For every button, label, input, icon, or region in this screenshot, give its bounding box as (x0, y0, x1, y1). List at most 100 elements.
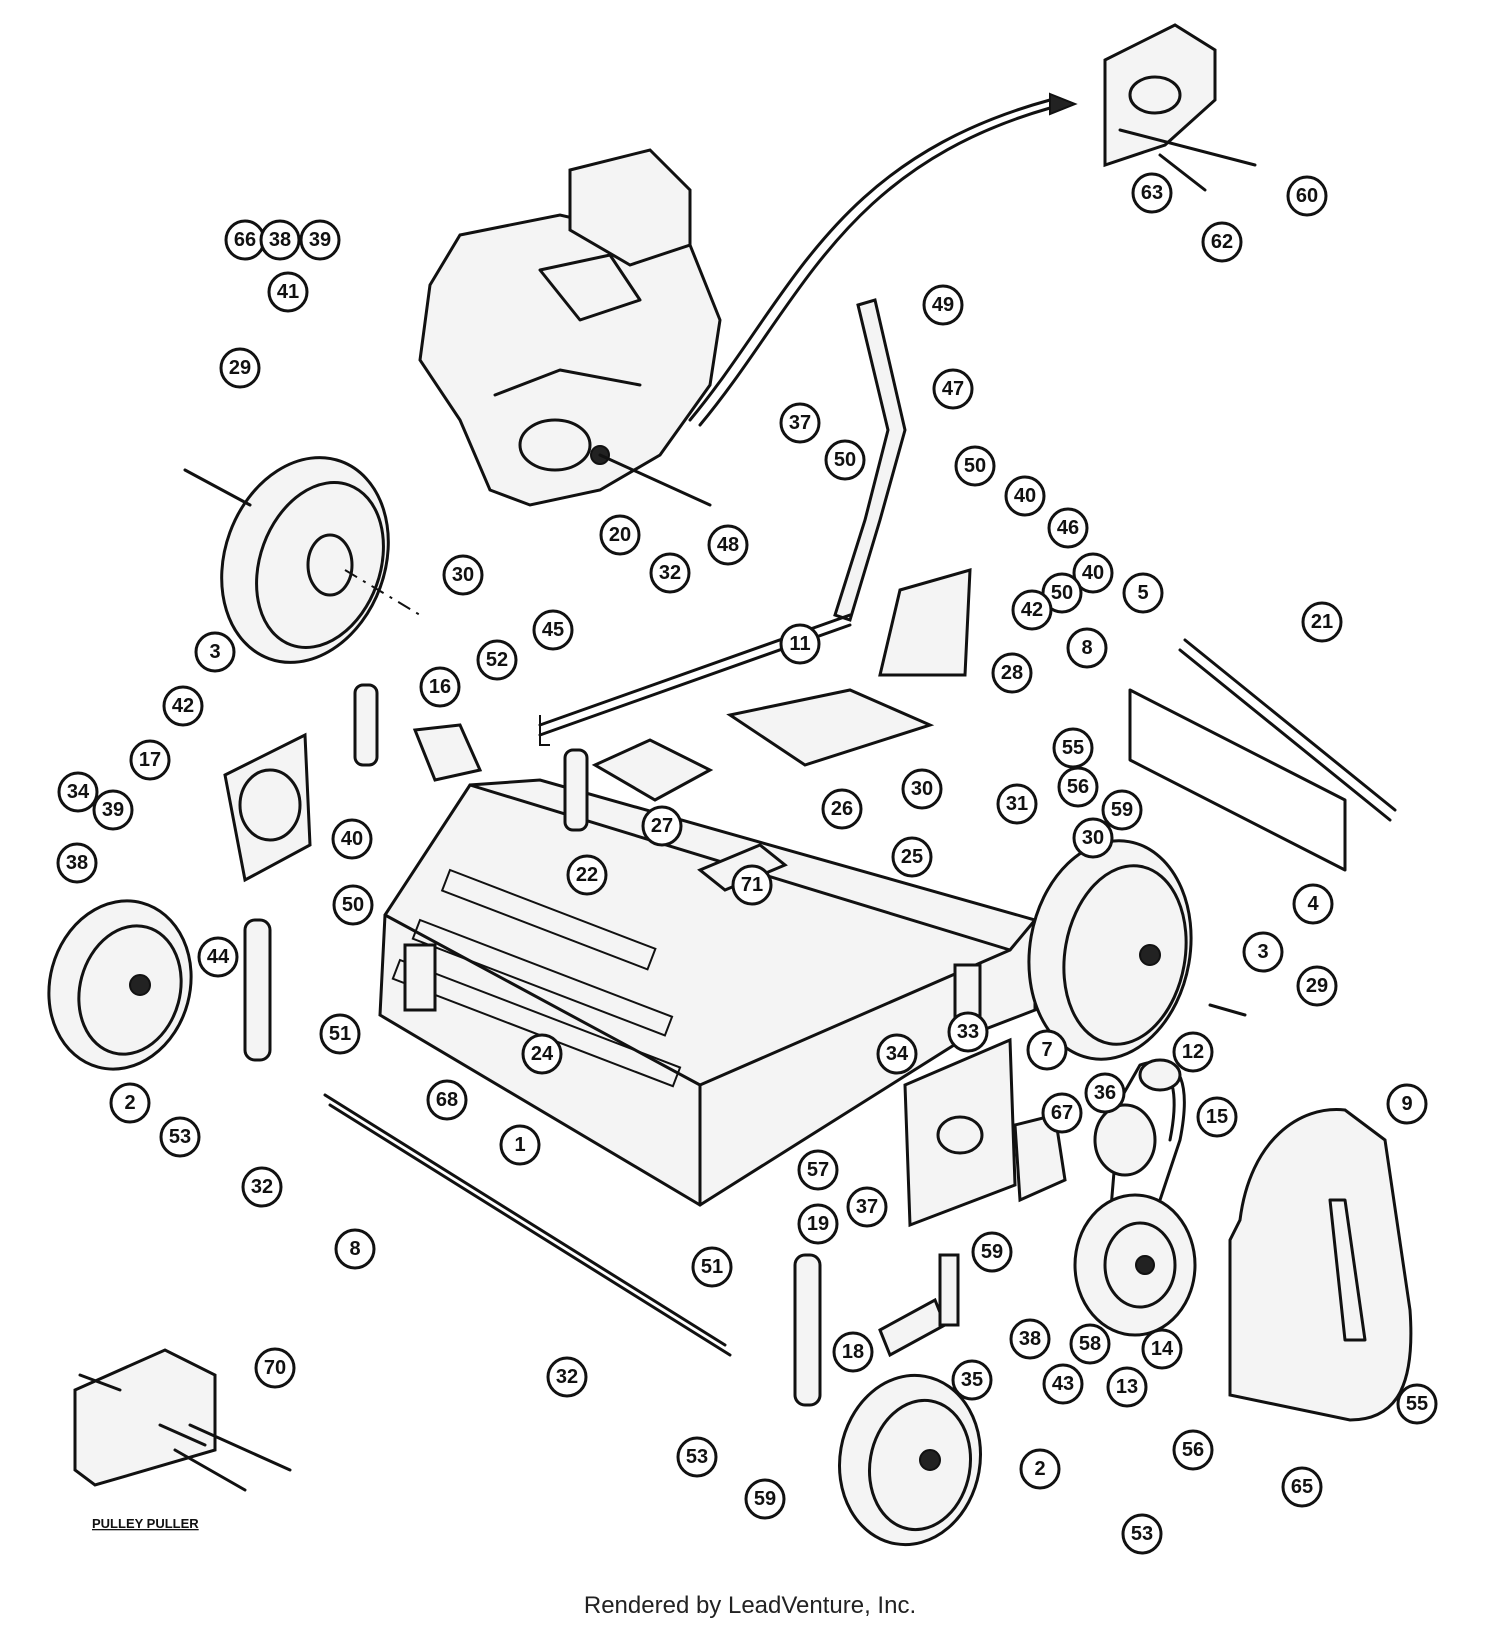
callout-circle (779, 402, 821, 444)
callout-46: 46 (1047, 507, 1089, 549)
callout-number: 65 (1291, 1476, 1313, 1498)
deck-housing (378, 778, 1037, 1207)
callout-number: 27 (651, 815, 673, 837)
callout-28: 28 (991, 652, 1033, 694)
callout-circle (532, 609, 574, 651)
callout-circle (1101, 789, 1143, 831)
callout-66: 66 (224, 219, 266, 261)
callout-number: 53 (686, 1446, 708, 1468)
callout-2: 2 (109, 1082, 151, 1124)
callout-51: 51 (319, 1013, 361, 1055)
callout-circle (57, 771, 99, 813)
callout-circle (1242, 931, 1284, 973)
callout-number: 3 (1257, 941, 1268, 963)
callout-circle (1106, 1366, 1148, 1408)
callout-circle (821, 788, 863, 830)
callout-number: 26 (831, 798, 853, 820)
callout-29: 29 (1296, 965, 1338, 1007)
callout-number: 70 (264, 1357, 286, 1379)
callout-3: 3 (194, 631, 236, 673)
callout-36: 36 (1084, 1072, 1126, 1114)
callout-number: 8 (349, 1238, 360, 1260)
callout-number: 62 (1211, 231, 1233, 253)
callout-number: 57 (807, 1159, 829, 1181)
callout-circle (954, 445, 996, 487)
callout-number: 68 (436, 1089, 458, 1111)
callout-number: 47 (942, 378, 964, 400)
callout-number: 52 (486, 649, 508, 671)
mounting-plates (353, 683, 935, 892)
callout-number: 37 (856, 1196, 878, 1218)
engine (418, 148, 722, 507)
callout-number: 34 (67, 781, 90, 803)
callout-circle (951, 1359, 993, 1401)
callout-26: 26 (821, 788, 863, 830)
callout-number: 38 (1019, 1328, 1041, 1350)
callout-circle (947, 1011, 989, 1053)
callout-circle (779, 623, 821, 665)
callout-circle (241, 1166, 283, 1208)
callout-number: 45 (542, 619, 564, 641)
callout-number: 56 (1067, 776, 1089, 798)
callout-58: 58 (1069, 1323, 1111, 1365)
callout-number: 15 (1206, 1106, 1228, 1128)
callout-circle (797, 1203, 839, 1245)
callout-circle (197, 936, 239, 978)
callout-47: 47 (932, 368, 974, 410)
callout-number: 39 (309, 229, 331, 251)
callout-38: 38 (259, 219, 301, 261)
callout-55: 55 (1396, 1383, 1438, 1425)
callout-number: 38 (66, 852, 88, 874)
callout-circle (1296, 965, 1338, 1007)
callout-number: 56 (1182, 1439, 1204, 1461)
callout-30: 30 (442, 554, 484, 596)
callout-22: 22 (566, 854, 608, 896)
callout-circle (546, 1356, 588, 1398)
callout-15: 15 (1196, 1096, 1238, 1138)
belt-guard (1228, 1108, 1413, 1422)
callout-circle (1047, 507, 1089, 549)
callout-53: 53 (1121, 1513, 1163, 1555)
callout-number: 51 (329, 1023, 351, 1045)
callout-30: 30 (901, 768, 943, 810)
callout-number: 50 (834, 449, 856, 471)
callout-8: 8 (334, 1228, 376, 1270)
callout-circle (1286, 175, 1328, 217)
callout-number: 44 (207, 946, 230, 968)
callout-20: 20 (599, 514, 641, 556)
callout-number: 51 (701, 1256, 723, 1278)
callout-circle (56, 842, 98, 884)
callout-circle (109, 1082, 151, 1124)
side-plate (1128, 688, 1347, 872)
callout-34: 34 (876, 1033, 918, 1075)
drive-assembly (903, 1037, 1197, 1337)
callout-number: 42 (1021, 599, 1043, 621)
callout-circle (476, 639, 518, 681)
callout-circle (219, 347, 261, 389)
callout-14: 14 (1141, 1328, 1183, 1370)
callout-circle (1019, 1448, 1061, 1490)
callout-35: 35 (951, 1359, 993, 1401)
callout-circle (521, 1033, 563, 1075)
callout-circle (991, 652, 1033, 694)
callout-circle (129, 739, 171, 781)
callout-circle (1292, 883, 1334, 925)
callout-32: 32 (649, 552, 691, 594)
callout-circle (832, 1331, 874, 1373)
callout-number: 19 (807, 1213, 829, 1235)
callout-circle (1122, 572, 1164, 614)
callout-circle (996, 783, 1038, 825)
callout-1: 1 (499, 1124, 541, 1166)
callout-25: 25 (891, 836, 933, 878)
callout-40: 40 (331, 818, 373, 860)
callout-circle (707, 524, 749, 566)
callout-circle (1396, 1383, 1438, 1425)
left-rear-wheel (183, 456, 421, 664)
callout-56: 56 (1057, 766, 1099, 808)
callout-63: 63 (1131, 172, 1173, 214)
callout-circle (599, 514, 641, 556)
callout-number: 40 (341, 828, 363, 850)
callout-39: 39 (299, 219, 341, 261)
callout-8: 8 (1066, 627, 1108, 669)
callout-number: 33 (957, 1021, 979, 1043)
